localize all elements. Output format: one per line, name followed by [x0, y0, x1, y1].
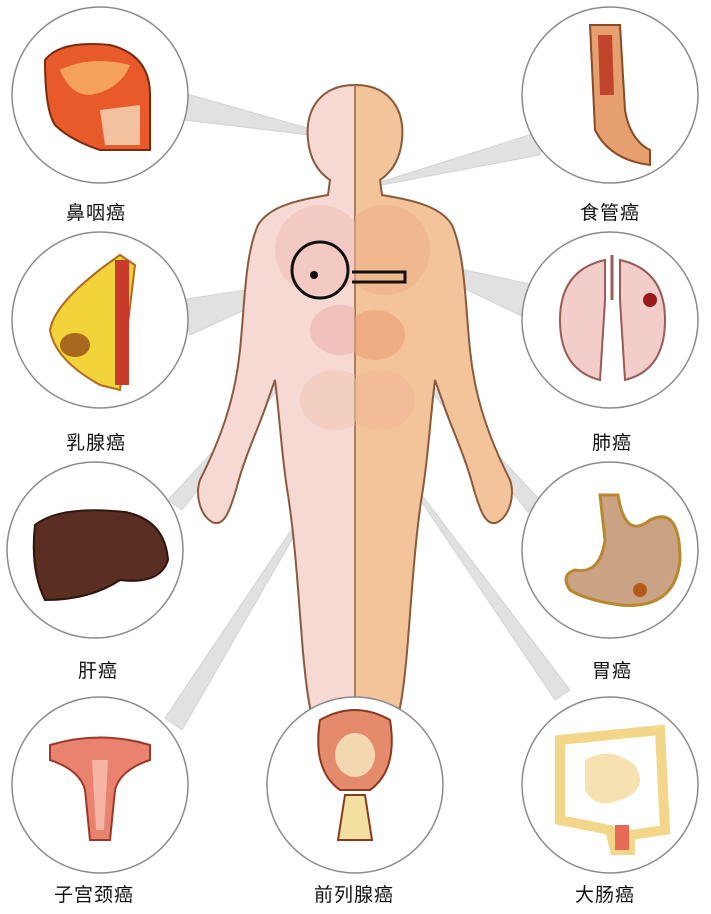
- bubble-liver: [7, 462, 183, 638]
- label-lung: 肺癌: [592, 428, 632, 455]
- label-breast: 乳腺癌: [66, 428, 126, 455]
- male-half: [340, 85, 512, 760]
- bubble-nasopharynx: [12, 7, 188, 183]
- bubble-lung: [522, 232, 698, 408]
- label-nasopharynx: 鼻咽癌: [66, 198, 126, 225]
- bubble-esophagus: [522, 7, 698, 183]
- bubble-breast: [12, 232, 188, 408]
- label-colon: 大肠癌: [575, 880, 635, 907]
- label-esophagus: 食管癌: [580, 198, 640, 225]
- bubble-cervix: [12, 697, 188, 873]
- bubble-prostate: [267, 697, 443, 873]
- label-cervix: 子宫颈癌: [54, 880, 134, 907]
- label-stomach: 胃癌: [592, 656, 632, 683]
- bubble-colon: [522, 697, 698, 873]
- female-half: [198, 85, 370, 760]
- label-liver: 肝癌: [78, 656, 118, 683]
- bubble-stomach: [522, 462, 698, 638]
- label-prostate: 前列腺癌: [314, 880, 394, 907]
